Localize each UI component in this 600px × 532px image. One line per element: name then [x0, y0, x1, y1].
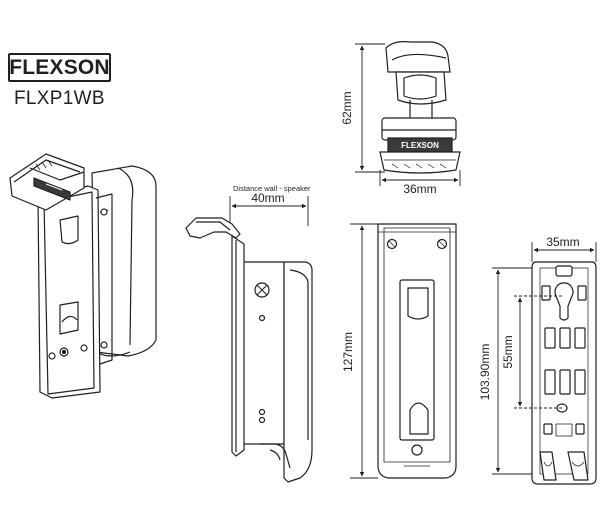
brand-logo: FLEXSON	[8, 53, 111, 82]
label-62mm: 62mm	[340, 91, 354, 124]
label-distance-wall-speaker: Distance wall - speaker	[233, 184, 311, 193]
dimension-127mm	[350, 223, 378, 479]
svg-text:FLEXSON: FLEXSON	[401, 141, 439, 150]
side-view	[185, 217, 313, 483]
top-view: FLEXSON	[379, 41, 461, 174]
model-number: FLXP1WB	[14, 88, 105, 109]
label-35mm: 35mm	[546, 235, 579, 249]
label-40mm: 40mm	[251, 191, 284, 205]
dimension-40mm	[229, 196, 309, 226]
dimension-55mm	[514, 295, 562, 409]
label-103-90mm: 103.90mm	[478, 344, 492, 401]
front-view	[377, 223, 457, 479]
back-view	[531, 261, 597, 485]
label-127mm: 127mm	[341, 332, 355, 372]
dimension-103-90mm	[492, 267, 532, 475]
dimension-36mm	[379, 170, 461, 186]
label-36mm: 36mm	[403, 182, 436, 196]
dimension-35mm	[531, 242, 597, 262]
isometric-view	[9, 153, 157, 399]
brand-logo-text: FLEXSON	[9, 56, 110, 79]
label-55mm: 55mm	[501, 335, 515, 368]
